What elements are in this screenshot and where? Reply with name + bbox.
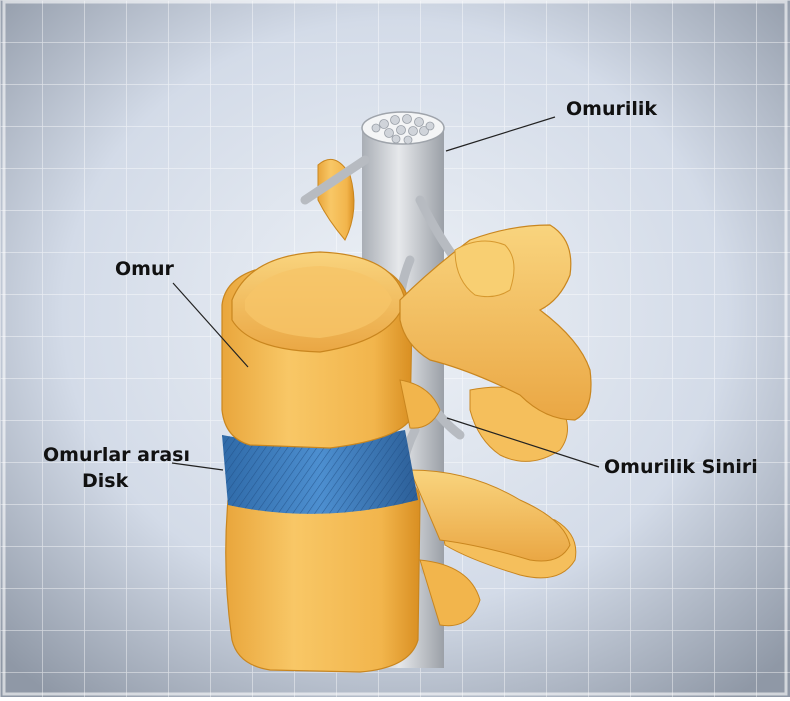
label-spinal-cord: Omurilik (566, 98, 657, 120)
label-spinal-nerve: Omurilik Siniri (604, 456, 758, 478)
label-disc-line1: Omurlar arası (43, 444, 190, 466)
label-vertebra: Omur (115, 258, 174, 280)
label-disc-line2: Disk (82, 470, 128, 492)
